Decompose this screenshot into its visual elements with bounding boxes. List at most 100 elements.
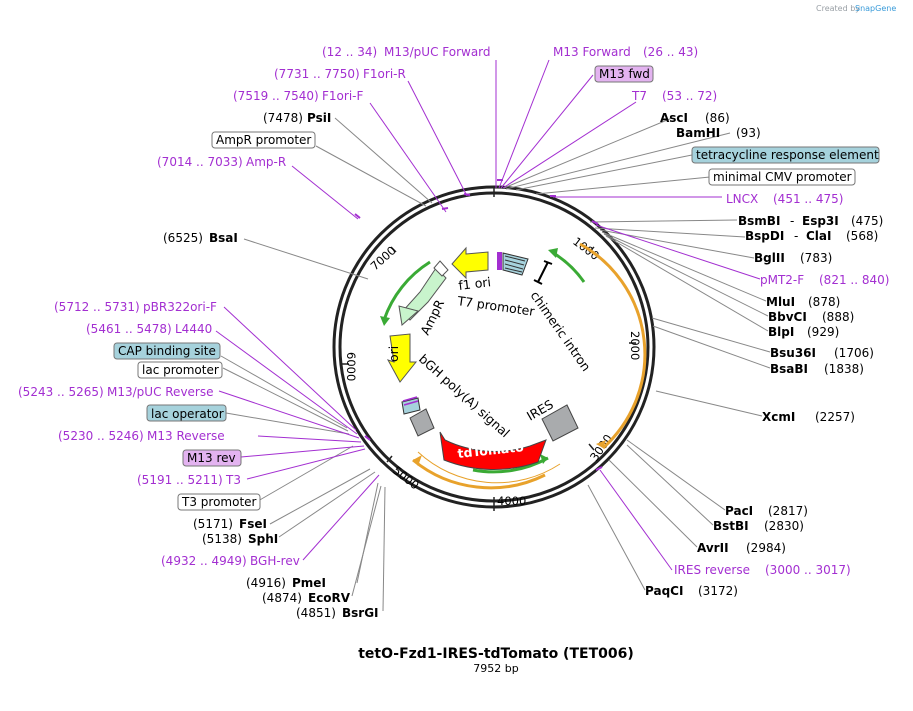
label-pmt2-f-pos: (821 .. 840) — [819, 273, 889, 287]
label-avrii-pos: (2984) — [746, 541, 786, 555]
label-paci-pos: (2817) — [768, 504, 808, 518]
label-lac-operator: lac operator — [151, 407, 224, 421]
f1-ori-feature-arrow — [451, 246, 489, 280]
label-fsei-pos: (5171) — [193, 517, 233, 531]
label-f1ori-f: F1ori-F — [322, 89, 363, 103]
label-bsai: BsaI — [209, 231, 238, 245]
label-lac-promoter: lac promoter — [142, 363, 219, 377]
label-ecorv: EcoRV — [308, 591, 351, 605]
plasmid-title: tetO-Fzd1-IRES-tdTomato (TET006) — [358, 646, 634, 662]
label-bgh-rev-pos: (4932 .. 4949) — [161, 554, 247, 568]
label-t3-promoter-box — [177, 493, 261, 511]
label-paqci: PaqCI — [645, 584, 683, 598]
label-paci: PacI — [725, 504, 753, 518]
feature-label-chimeric-intron: chimeric intron — [528, 288, 594, 374]
feature-label-tdtomato: tdTomato — [457, 439, 525, 461]
label-bsu36i: Bsu36I — [770, 346, 816, 360]
label-bsai-pos: (6525) — [163, 231, 203, 245]
label-t3-pos: (5191 .. 5211) — [137, 473, 223, 487]
feature-label-ori: ori — [386, 346, 401, 362]
ori-feature-arrow — [386, 333, 418, 383]
label-blpi: BlpI — [768, 325, 794, 339]
label-fsei: FseI — [239, 517, 267, 531]
label-f1ori-r-pos: (7731 .. 7750) — [274, 67, 360, 81]
label-ampr-promoter-box — [211, 131, 316, 149]
label-paqci-pos: (3172) — [698, 584, 738, 598]
label-m13-reverse-pos: (5230 .. 5246) — [58, 429, 144, 443]
chimeric-intron-marker — [533, 260, 553, 285]
credit-prefix: Created by — [816, 4, 860, 13]
label-f1ori-f-pos: (7519 .. 7540) — [233, 89, 319, 103]
label-min-cmv-box — [708, 168, 856, 186]
label-lac-promoter-box — [137, 361, 223, 379]
label-pbr322ori-f-pos: (5712 .. 5731) — [54, 300, 140, 314]
label-min-cmv: minimal CMV promoter — [713, 170, 852, 184]
label-bsmbi-dash: - — [790, 214, 794, 228]
label-m13-rev: M13 rev — [187, 451, 236, 465]
label-xcmi-pos: (2257) — [815, 410, 855, 424]
label-bsabi-pos: (1838) — [824, 362, 864, 376]
label-lncx-pos: (451 .. 475) — [773, 192, 843, 206]
label-bsu36i-pos: (1706) — [834, 346, 874, 360]
ampr-feature-arrowhead — [398, 305, 420, 326]
label-ires-reverse-pos: (3000 .. 3017) — [765, 563, 851, 577]
tdtomato-feature-arrow — [439, 431, 547, 470]
primer-site-ticks — [354, 179, 603, 471]
label-amp-r-pos: (7014 .. 7033) — [157, 155, 243, 169]
orf-arc-right — [579, 242, 647, 450]
label-l4440: L4440 — [175, 322, 212, 336]
label-m13-forward-pos: (26 .. 43) — [643, 45, 698, 59]
label-tre: tetracycline response element — [696, 148, 879, 162]
green-arrowhead-top-right — [548, 248, 558, 258]
label-bglii: BglII — [754, 251, 785, 265]
label-mlui: MluI — [766, 295, 795, 309]
label-m13-fwd: M13 fwd — [599, 67, 650, 81]
label-pmei: PmeI — [292, 576, 326, 590]
label-asci-pos: (86) — [705, 111, 730, 125]
feature-label-f1-ori: f1 ori — [458, 274, 492, 293]
label-pmei-pos: (4916) — [246, 576, 286, 590]
label-m13-puc-reverse-pos: (5243 .. 5265) — [18, 385, 104, 399]
label-sphi: SphI — [248, 532, 278, 546]
label-bgh-rev: BGH-rev — [250, 554, 300, 568]
label-m13-fwd-box — [594, 65, 654, 83]
label-bsrgi-pos: (4851) — [296, 606, 336, 620]
tick-label-4000: 4000 — [497, 494, 526, 508]
bgh-polya-feature — [409, 408, 435, 437]
label-t3: T3 — [225, 473, 241, 487]
tick-label-2000: 2000 — [628, 331, 642, 360]
label-f1ori-r: F1ori-R — [363, 67, 406, 81]
snapgene-logo-text: SnapGene — [855, 4, 896, 13]
label-bspdi-dash: - — [794, 229, 798, 243]
label-esp3i: Esp3I — [802, 214, 839, 228]
label-tre-box — [691, 146, 880, 164]
label-bbvci-pos: (888) — [822, 310, 854, 324]
label-t7: T7 — [631, 89, 647, 103]
m13-fwd-feature — [497, 252, 502, 270]
label-cap-binding-site: CAP binding site — [118, 344, 216, 358]
label-bbvci: BbvCI — [768, 310, 807, 324]
plasmid-length: 7952 bp — [473, 662, 518, 675]
label-clai: ClaI — [806, 229, 831, 243]
label-m13-forward: M13 Forward — [553, 45, 631, 59]
label-pbr322ori-f: pBR322ori-F — [143, 300, 217, 314]
label-m13-rev-box — [182, 449, 242, 467]
label-bsmbi: BsmBI — [738, 214, 780, 228]
label-m13-reverse: M13 Reverse — [147, 429, 225, 443]
orf-arrowhead-bottom — [413, 455, 422, 466]
green-arrowhead-ampr — [380, 316, 390, 326]
label-bamhi: BamHI — [676, 126, 720, 140]
label-m13-puc-reverse: M13/pUC Reverse — [107, 385, 214, 399]
label-bstbi: BstBI — [713, 519, 749, 533]
label-lac-operator-box — [146, 404, 227, 422]
label-pmt2-f: pMT2-F — [760, 273, 804, 287]
label-bspdi-pos: (568) — [846, 229, 878, 243]
feature-label-t7-promoter: T7 promoter — [456, 293, 537, 319]
green-arrowhead-bottom — [540, 454, 548, 464]
label-cap-binding-site-box — [113, 342, 221, 360]
label-ampr-promoter: AmpR promoter — [216, 133, 311, 147]
label-sphi-pos: (5138) — [202, 532, 242, 546]
label-l4440-pos: (5461 .. 5478) — [86, 322, 172, 336]
label-bsrgi: BsrGI — [342, 606, 379, 620]
